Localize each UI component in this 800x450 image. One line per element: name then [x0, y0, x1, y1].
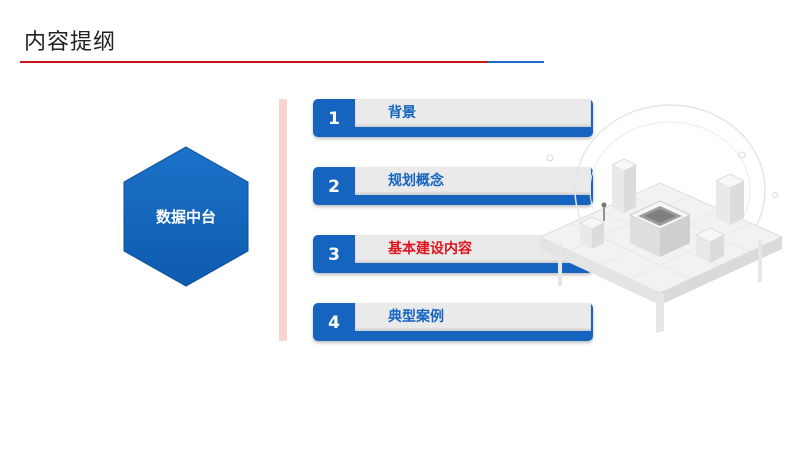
menu-item-label: 典型案例	[388, 309, 444, 325]
menu-item-number: 4	[328, 313, 340, 333]
title-underline-red	[20, 61, 488, 63]
menu-item-number: 1	[328, 109, 340, 129]
menu-item-number: 2	[328, 177, 340, 197]
hexagon-label: 数据中台	[155, 208, 216, 226]
menu-item-background[interactable]: 1 背景	[313, 99, 593, 137]
menu-item-bar	[355, 167, 591, 195]
menu-item-label: 规划概念	[388, 173, 444, 189]
vertical-divider	[279, 99, 287, 341]
menu-item-label: 背景	[388, 105, 416, 121]
menu-item-label: 基本建设内容	[388, 241, 472, 257]
isometric-city-illustration	[520, 95, 790, 335]
menu-item-planning-concept[interactable]: 2 规划概念	[313, 167, 593, 205]
menu-item-number: 3	[328, 245, 340, 265]
menu-item-typical-cases[interactable]: 4 典型案例	[313, 303, 593, 341]
menu-item-bar	[355, 303, 591, 331]
menu-item-bar	[355, 99, 591, 127]
title-underline-blue	[488, 61, 544, 63]
page-title: 内容提纲	[24, 30, 117, 55]
topic-hexagon: 数据中台	[122, 145, 250, 288]
